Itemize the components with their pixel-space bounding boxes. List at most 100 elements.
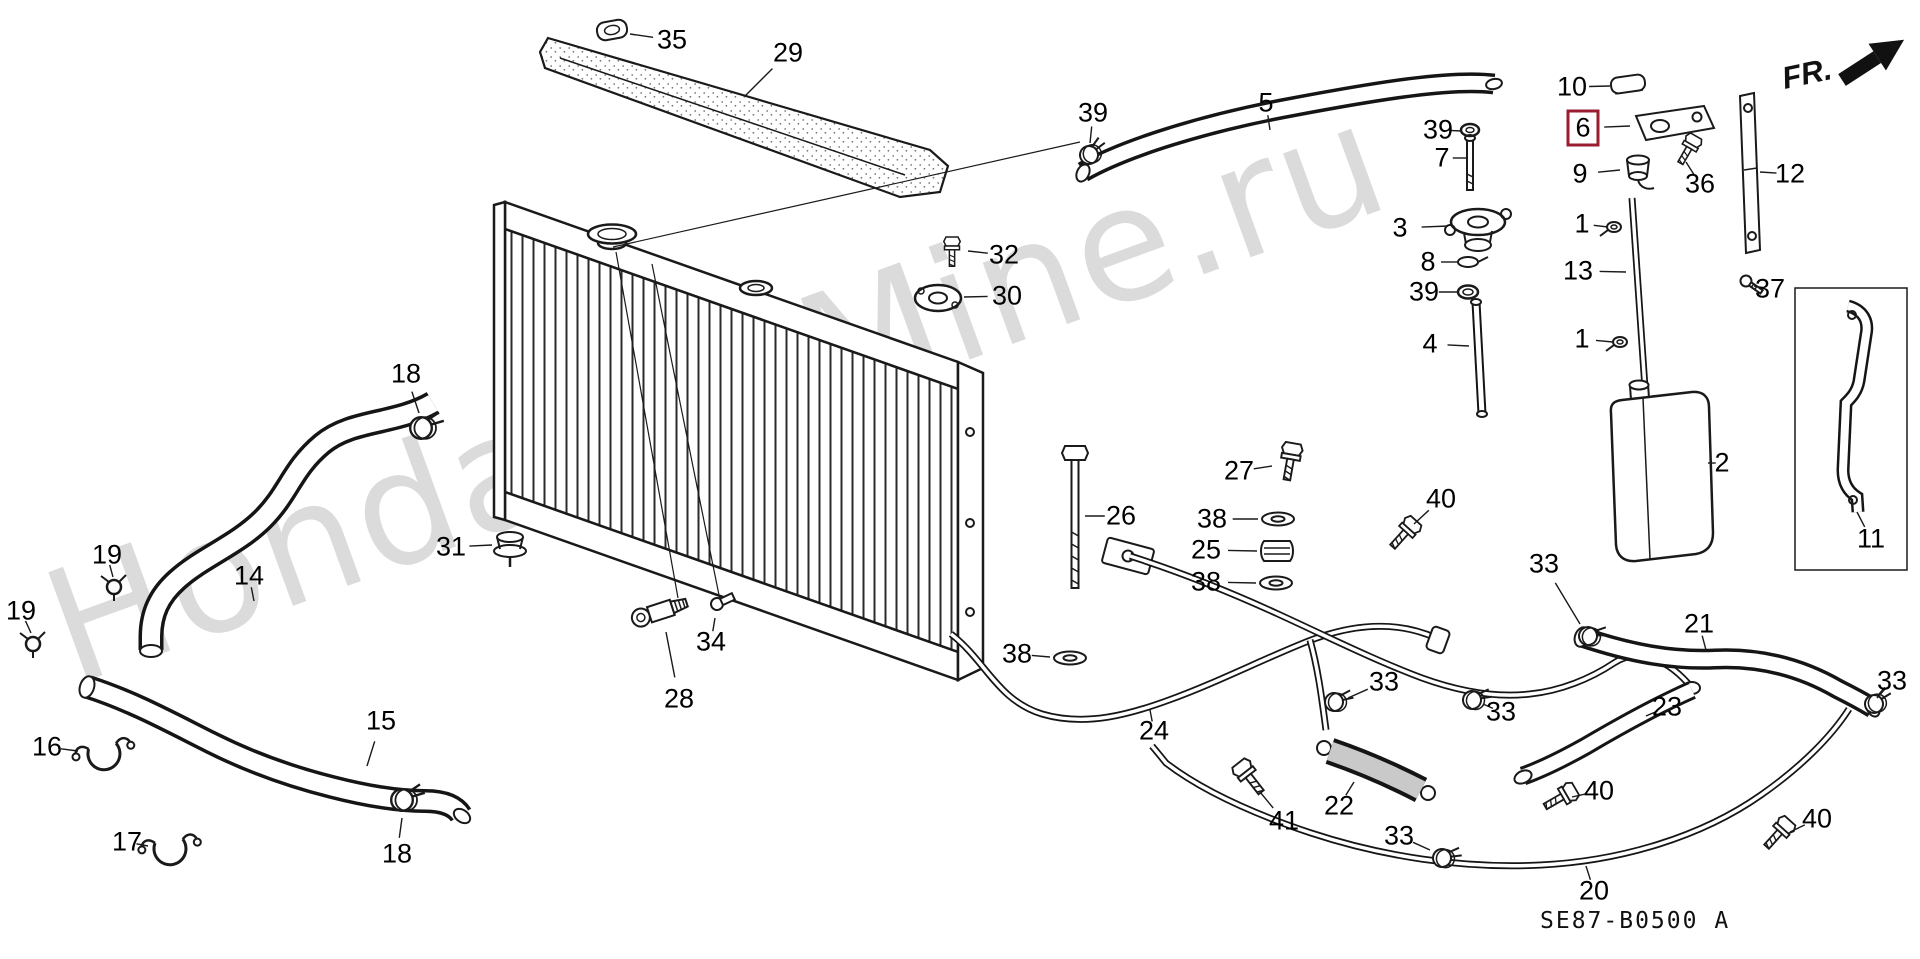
part-callout-1[interactable]: 1 xyxy=(1574,208,1590,239)
bolt-icon xyxy=(1229,755,1271,800)
part-callout-33[interactable]: 33 xyxy=(1383,820,1415,851)
part-callout-5[interactable]: 5 xyxy=(1258,87,1274,118)
part-callout-38[interactable]: 38 xyxy=(1001,638,1033,669)
leader-line xyxy=(1413,509,1430,525)
bolt-icon xyxy=(1539,779,1582,817)
part-callout-33[interactable]: 33 xyxy=(1485,696,1517,727)
part-callout-33[interactable]: 33 xyxy=(1876,665,1908,696)
leader-line xyxy=(963,295,988,298)
clip-ring xyxy=(1459,122,1481,138)
cooler-hose-22 xyxy=(1325,738,1428,802)
part-callout-23[interactable]: 23 xyxy=(1651,691,1683,722)
part-callout-41[interactable]: 41 xyxy=(1268,805,1300,836)
leader-line xyxy=(1089,126,1093,144)
part-callout-9[interactable]: 9 xyxy=(1572,158,1588,189)
part-callout-14[interactable]: 14 xyxy=(233,560,265,591)
leader-line xyxy=(136,843,149,847)
part-callout-32[interactable]: 32 xyxy=(988,239,1020,270)
part-callout-39[interactable]: 39 xyxy=(1077,97,1109,128)
temp-sensor xyxy=(630,597,689,628)
leader-line xyxy=(1597,169,1621,173)
leader-line xyxy=(1589,85,1611,88)
part-callout-18[interactable]: 18 xyxy=(390,358,422,389)
part-callout-38[interactable]: 38 xyxy=(1196,503,1228,534)
part-callout-16[interactable]: 16 xyxy=(31,731,63,762)
part-callout-40[interactable]: 40 xyxy=(1801,803,1833,834)
part-callout-33[interactable]: 33 xyxy=(1368,666,1400,697)
leader-line xyxy=(1267,115,1271,131)
part-callout-17[interactable]: 17 xyxy=(111,826,143,857)
part-callout-28[interactable]: 28 xyxy=(663,683,695,714)
part-callout-39[interactable]: 39 xyxy=(1408,276,1440,307)
thermostat-gasket xyxy=(913,283,963,313)
part-callout-25[interactable]: 25 xyxy=(1190,534,1222,565)
part-callout-29[interactable]: 29 xyxy=(772,37,804,68)
part-callout-1[interactable]: 1 xyxy=(1574,323,1590,354)
tank-stay-bracket xyxy=(1738,91,1762,255)
part-callout-33[interactable]: 33 xyxy=(1528,548,1560,579)
leader-line xyxy=(1645,710,1658,717)
tube-joint-icon xyxy=(1605,336,1628,352)
part-callout-3[interactable]: 3 xyxy=(1392,212,1408,243)
leader-line xyxy=(629,33,654,38)
part-callout-26[interactable]: 26 xyxy=(1105,500,1137,531)
pipe-bracket xyxy=(1101,536,1155,576)
part-callout-35[interactable]: 35 xyxy=(656,24,688,55)
leader-line xyxy=(1447,344,1470,347)
part-callout-31[interactable]: 31 xyxy=(435,531,467,562)
leader-line xyxy=(712,617,716,632)
leader-line xyxy=(1421,225,1449,228)
radiator-opening xyxy=(738,279,774,297)
screw xyxy=(1739,274,1765,295)
part-callout-19[interactable]: 19 xyxy=(5,595,37,626)
leader-line xyxy=(665,631,676,678)
radiator-upper-baffle xyxy=(538,36,950,199)
part-callout-19[interactable]: 19 xyxy=(91,539,123,570)
radiator-left-plate xyxy=(492,200,507,522)
diagram-code: SE87-B0500 A xyxy=(1540,908,1731,934)
radiator-mount-cushion xyxy=(493,531,527,567)
washer-icon xyxy=(1053,650,1087,666)
part-callout-7[interactable]: 7 xyxy=(1434,142,1450,173)
part-callout-27[interactable]: 27 xyxy=(1223,455,1255,486)
leader-line xyxy=(109,564,114,578)
part-callout-18[interactable]: 18 xyxy=(381,838,413,869)
assembly-reference-lines xyxy=(612,141,1081,601)
bolt-icon xyxy=(1671,130,1705,169)
part-callout-20[interactable]: 20 xyxy=(1578,875,1610,906)
pipe-junction xyxy=(1425,625,1451,655)
part-callout-11[interactable]: 11 xyxy=(1856,523,1886,554)
part-callout-15[interactable]: 15 xyxy=(365,705,397,736)
part-callout-2[interactable]: 2 xyxy=(1714,447,1730,478)
cap-plate xyxy=(1634,104,1716,142)
part-callout-10[interactable]: 10 xyxy=(1556,71,1588,102)
part-callout-39[interactable]: 39 xyxy=(1422,114,1454,145)
clamp-ring xyxy=(1456,284,1480,300)
part-callout-38[interactable]: 38 xyxy=(1190,566,1222,597)
part-callout-34[interactable]: 34 xyxy=(695,626,727,657)
leader-line xyxy=(1253,465,1273,470)
stud-bolt xyxy=(1464,134,1476,191)
leader-line xyxy=(1227,581,1257,584)
part-callout-40[interactable]: 40 xyxy=(1583,775,1615,806)
part-callout-13[interactable]: 13 xyxy=(1562,255,1594,286)
part-callout-40[interactable]: 40 xyxy=(1425,483,1457,514)
part-callout-8[interactable]: 8 xyxy=(1420,246,1436,277)
part-callout-36[interactable]: 36 xyxy=(1684,168,1716,199)
leader-line xyxy=(1227,549,1258,552)
part-callout-24[interactable]: 24 xyxy=(1138,715,1170,746)
part-callout-6[interactable]: 6 xyxy=(1566,109,1600,147)
part-callout-12[interactable]: 12 xyxy=(1774,158,1806,189)
leader-line xyxy=(1685,161,1695,175)
part-callout-30[interactable]: 30 xyxy=(991,280,1023,311)
part-callout-21[interactable]: 21 xyxy=(1683,608,1715,639)
bolt-icon xyxy=(1758,813,1799,855)
leader-line xyxy=(1585,865,1592,881)
leader-line xyxy=(1595,339,1614,343)
leader-line xyxy=(1753,285,1763,289)
part-callout-37[interactable]: 37 xyxy=(1754,273,1786,304)
part-callout-22[interactable]: 22 xyxy=(1323,790,1355,821)
part-callout-4[interactable]: 4 xyxy=(1422,328,1438,359)
leader-line xyxy=(1345,781,1355,796)
